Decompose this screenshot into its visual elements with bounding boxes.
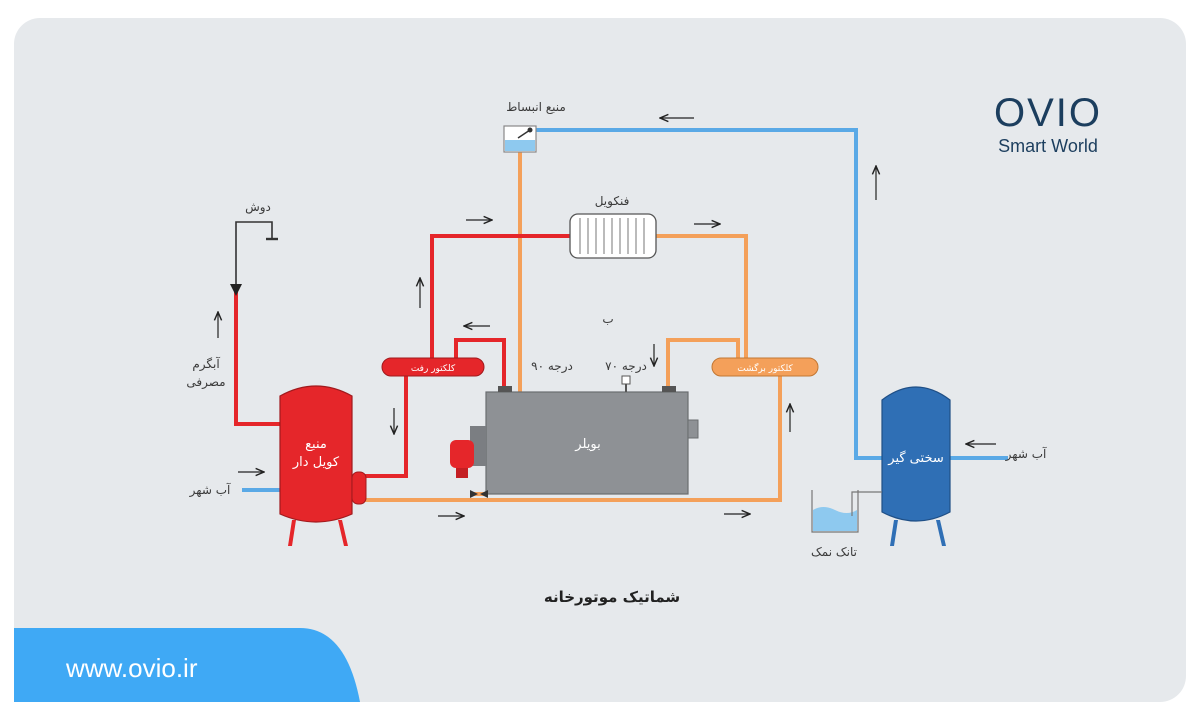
website-banner: [14, 628, 360, 702]
diagram-caption: شماتیک موتورخانه: [544, 588, 680, 606]
supply-temp-label: ۹۰ درجه: [531, 359, 573, 374]
cold-water-pipes: [242, 128, 1008, 492]
boiler-return-pipe: [666, 338, 740, 386]
city-water-left-label: آب شهر: [189, 482, 231, 498]
boiler: [470, 375, 699, 498]
logo-text: OVIO: [994, 91, 1102, 135]
hot-supply-pipes: [234, 234, 570, 478]
expansion-return-pipe: [536, 128, 884, 460]
fancoil-return-pipe: [656, 234, 748, 368]
hot-water-label-line1: آبگرم: [192, 356, 220, 372]
supply-collector: [381, 357, 485, 377]
boiler-supply-pipe: [454, 338, 506, 386]
flow-arrows: [218, 118, 996, 516]
stray-mark: ب: [602, 312, 613, 326]
coil-tank: [279, 385, 367, 546]
fancoil-unit: [569, 213, 657, 259]
coil-tank-label-line1: منبع: [305, 437, 327, 452]
expansion-tank-label: منبع انبساط: [506, 100, 566, 114]
return-collector: [711, 357, 819, 377]
supply-collector-label: کلکتور رفت: [411, 364, 456, 374]
logo-tagline: Smart World: [998, 136, 1098, 156]
hot-water-pipe: [234, 292, 282, 426]
city-water-right-label: آب شهر: [1005, 446, 1047, 462]
softener-label: سختی گیر: [887, 450, 943, 466]
salt-tank-label: تانک نمک: [811, 545, 857, 559]
shower-fixture: [230, 221, 278, 296]
return-collector-label: کلکتور برگشت: [737, 362, 793, 374]
coil-tank-label-line2: کویل دار: [292, 455, 340, 470]
return-temp-label: ۷۰ درجه: [605, 359, 647, 374]
expansion-tank: [503, 125, 537, 153]
burner: [450, 440, 474, 478]
hot-water-label-line2: مصرفی: [186, 375, 225, 390]
fancoil-label: فنکویل: [595, 194, 630, 209]
boiler-label: بویلر: [574, 437, 600, 452]
water-softener: [881, 386, 951, 546]
website-link[interactable]: www.ovio.ir: [65, 653, 198, 683]
coil-supply-pipe: [360, 376, 408, 478]
coil-return-pipe: [360, 376, 782, 502]
shower-label: دوش: [245, 200, 271, 215]
ovio-logo: OVIO Smart World: [994, 91, 1102, 156]
fancoil-supply-pipe: [430, 234, 570, 362]
salt-tank: [811, 490, 882, 533]
